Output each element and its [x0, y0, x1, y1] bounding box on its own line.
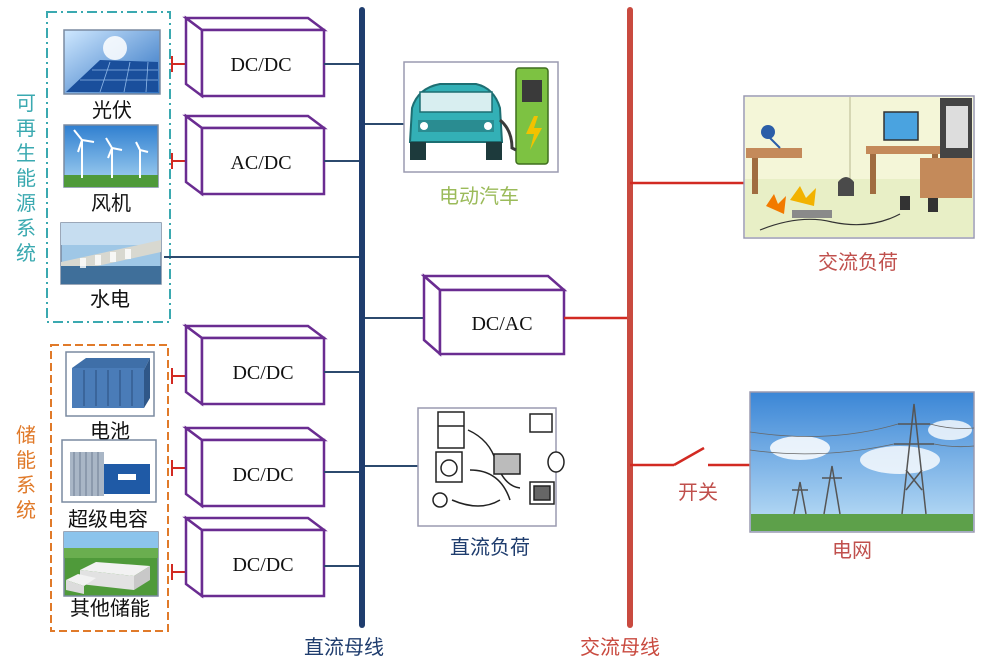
converter-pv-box	[182, 15, 328, 99]
svg-text:源: 源	[16, 191, 36, 215]
dc-bus-label: 直流母线	[304, 635, 384, 659]
wind-turbine-icon	[63, 124, 159, 188]
svg-text:能: 能	[16, 166, 36, 190]
converter-wind-label: AC/DC	[230, 152, 291, 174]
power-tower-icon	[749, 391, 975, 533]
storage-group-label: 储 能 系 统	[16, 423, 36, 522]
grid-label: 电网	[832, 538, 872, 562]
ev-label: 电动汽车	[439, 184, 519, 208]
converter-other-storage-label: DC/DC	[232, 554, 293, 576]
svg-text:统: 统	[16, 498, 36, 522]
inverter-label: DC/AC	[471, 313, 532, 335]
battery-label: 电池	[90, 419, 130, 443]
renewable-group-label: 可 再 生 能 源 系 统	[16, 91, 36, 265]
wind-label: 风机	[91, 191, 131, 215]
converter-supercap-box	[182, 425, 328, 509]
dc-load-label: 直流负荷	[450, 535, 530, 559]
svg-text:再: 再	[16, 116, 36, 140]
svg-text:能: 能	[16, 448, 36, 472]
svg-text:储: 储	[16, 423, 36, 447]
svg-text:生: 生	[16, 141, 36, 165]
svg-text:可: 可	[16, 91, 36, 115]
ac-bus-label: 交流母线	[580, 635, 660, 659]
svg-text:系: 系	[16, 473, 36, 497]
supercap-label: 超级电容	[68, 507, 148, 531]
hydro-dam-icon	[60, 222, 162, 285]
svg-text:系: 系	[16, 216, 36, 240]
supercapacitor-icon	[61, 439, 157, 503]
charging-station-icon	[499, 67, 549, 165]
converter-battery-label: DC/DC	[232, 362, 293, 384]
converter-wind-box	[182, 113, 328, 197]
hydro-label: 水电	[90, 287, 130, 311]
switch-label: 开关	[678, 480, 718, 504]
solar-panel-icon	[63, 29, 161, 95]
inverter-box	[420, 273, 568, 357]
converter-pv-label: DC/DC	[230, 54, 291, 76]
other-storage-label: 其他储能	[70, 596, 150, 620]
grid-switch	[630, 446, 750, 467]
converter-supercap-label: DC/DC	[232, 464, 293, 486]
pv-label: 光伏	[92, 98, 132, 122]
converter-other-storage-box	[182, 515, 328, 599]
storage-group-frame	[50, 344, 169, 632]
ac-load-label: 交流负荷	[818, 250, 898, 274]
dc-wires	[164, 63, 426, 567]
renewable-group-frame	[46, 11, 171, 323]
storage-container-icon	[63, 531, 159, 597]
battery-rack-icon	[65, 351, 155, 417]
room-scene-icon	[743, 95, 975, 239]
converter-battery-box	[182, 323, 328, 407]
appliances-icon	[417, 407, 565, 527]
svg-text:统: 统	[16, 241, 36, 265]
